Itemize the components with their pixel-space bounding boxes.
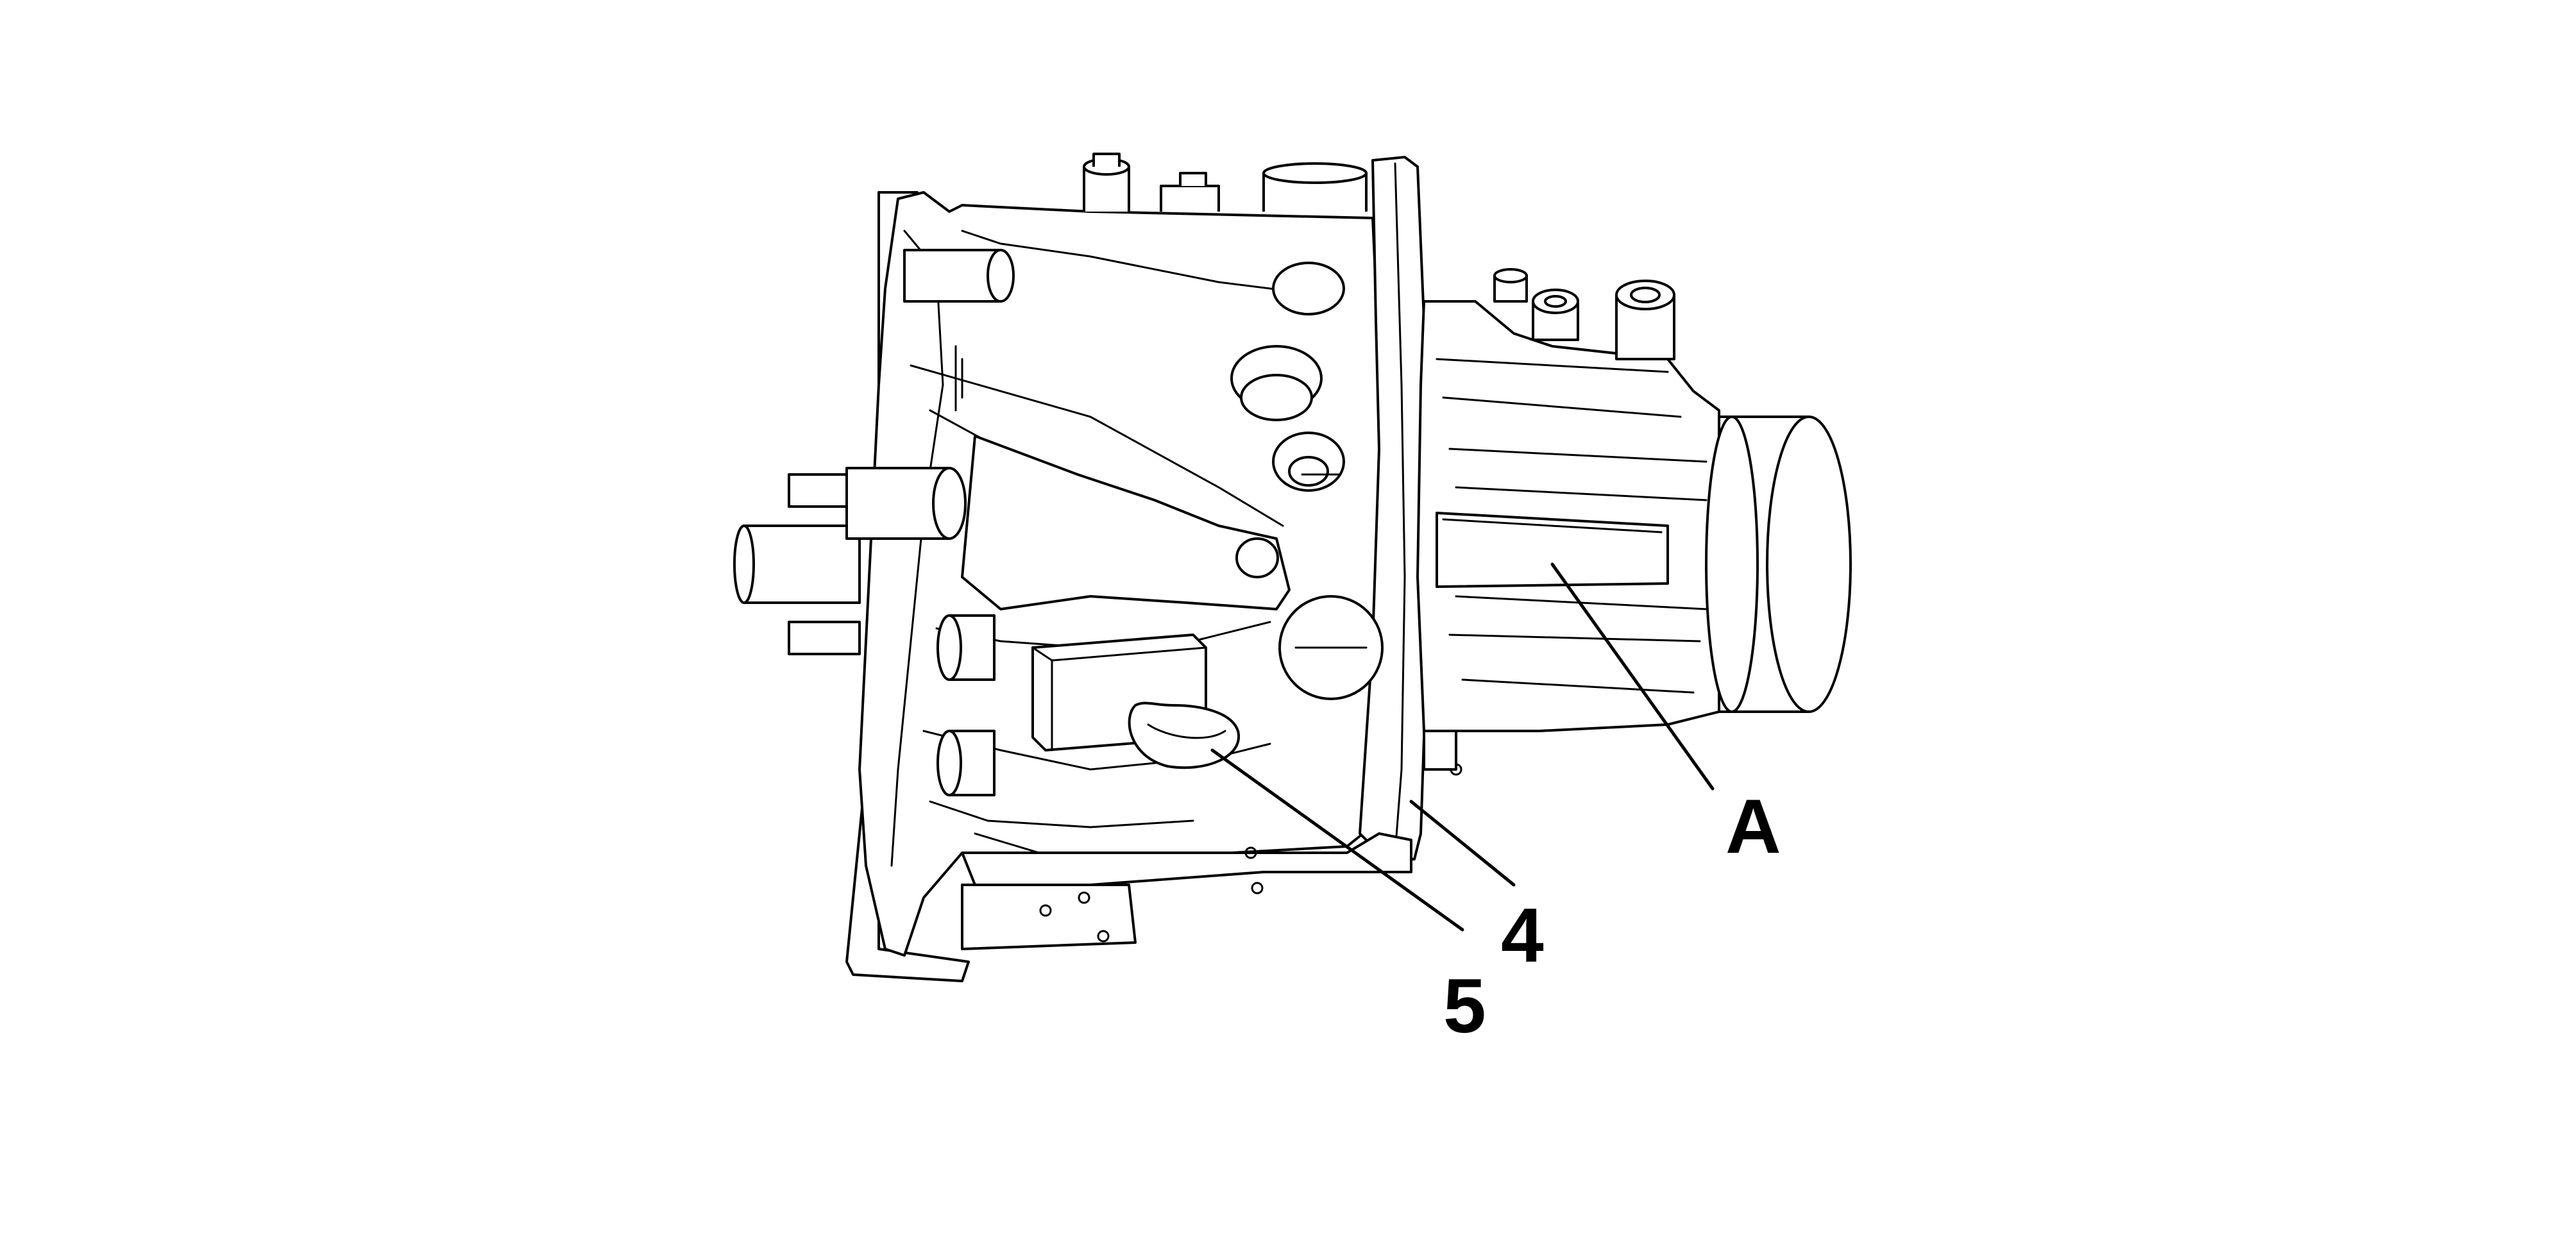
casing-holes xyxy=(1230,262,1384,700)
callout-lines xyxy=(1210,562,1715,932)
left-shafts xyxy=(733,249,1015,796)
callout-line-5 xyxy=(1210,748,1464,932)
tool-block-5 xyxy=(1031,634,1241,769)
right-housing xyxy=(1416,268,1720,732)
end-cylinder xyxy=(1705,415,1852,713)
label-4: 4 xyxy=(1501,893,1544,978)
flange-plate xyxy=(1359,156,1428,860)
lever-arm xyxy=(961,435,1291,610)
top-bosses xyxy=(1083,153,1368,212)
callout-line-a xyxy=(1550,562,1715,791)
callout-line-4 xyxy=(1409,800,1516,887)
label-a: A xyxy=(1725,784,1781,869)
label-5: 5 xyxy=(1443,963,1486,1049)
